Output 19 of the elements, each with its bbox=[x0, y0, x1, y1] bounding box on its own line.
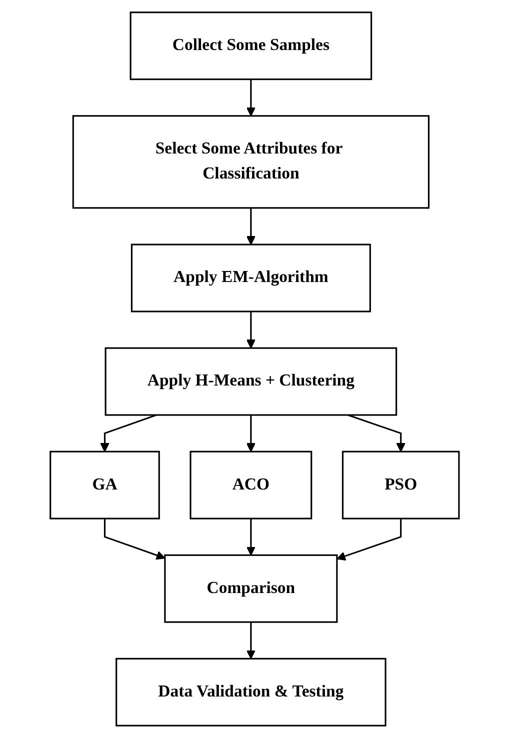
arrow bbox=[246, 208, 256, 245]
node-box: Select Some Attributes for Classification bbox=[72, 115, 430, 209]
node-box: Data Validation & Testing bbox=[116, 658, 387, 726]
arrow bbox=[246, 415, 256, 452]
arrow bbox=[246, 518, 256, 556]
node-box: Comparison bbox=[164, 554, 338, 623]
arrow bbox=[104, 518, 166, 560]
node-box: Apply H-Means + Clustering bbox=[105, 347, 398, 416]
node-box: ACO bbox=[190, 450, 312, 520]
node-box: PSO bbox=[342, 450, 460, 520]
node-box: Collect Some Samples bbox=[130, 12, 372, 80]
arrow bbox=[246, 622, 256, 660]
arrow bbox=[100, 414, 158, 452]
node-box: Apply EM-Algorithm bbox=[131, 244, 372, 312]
arrow bbox=[246, 79, 256, 116]
node-box: GA bbox=[50, 450, 160, 520]
arrow bbox=[246, 311, 256, 348]
arrow bbox=[336, 518, 402, 561]
arrow bbox=[348, 414, 406, 452]
